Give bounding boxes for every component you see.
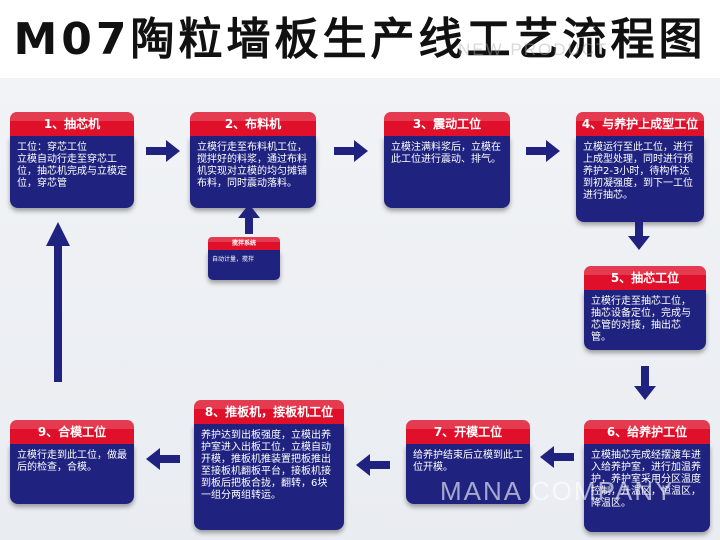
step-1-title: 1、抽芯机 [10, 112, 134, 136]
step-4-text: 立模运行至此工位，进行上成型处理，同时进行预养护2-3小时，待构件达到初凝强度，… [576, 136, 704, 222]
step-6-text: 立模抽芯完成经摆渡车进入给养护室，进行加温养护，养护室采用分区温度控制，升温区，… [584, 444, 710, 532]
arrow-up-9-to-1 [46, 222, 70, 382]
arrow-up-mixer-to-2 [238, 204, 260, 234]
step-4-title: 4、与养护上成型工位 [576, 112, 704, 136]
step-3-box: 3、震动工位 立模注满料浆后，立模在此工位进行震动、排气。 [384, 112, 510, 208]
watermark-top: NEW PRODUCT [458, 40, 609, 59]
step-3-title: 3、震动工位 [384, 112, 510, 136]
step-5-title: 5、抽芯工位 [584, 266, 706, 290]
step-7-title: 7、开模工位 [406, 420, 530, 444]
step-9-text: 立模行走到此工位，做最后的检查，合模。 [10, 444, 134, 504]
step-4-box: 4、与养护上成型工位 立模运行至此工位，进行上成型处理，同时进行预养护2-3小时… [576, 112, 704, 222]
step-7-text: 给养护结束后立模到此工位开模。 [406, 444, 530, 504]
step-8-text: 养护达到出板强度，立模出养护室进入出板工位，立模自动开模，推板机推装置把板推出至… [194, 424, 344, 530]
step-2-box: 2、布料机 立模行走至布料机工位，搅拌好的料浆，通过布料机实现对立模的均匀摊铺布… [190, 112, 316, 208]
mixer-system-title: 搅拌系统 [208, 237, 280, 250]
page-title: M07陶粒墙板生产线工艺流程图 [13, 14, 707, 65]
watermark-bottom: MANA COMPANY [440, 476, 675, 506]
step-1-text: 工位：穿芯工位 立模自动行走至穿芯工位，抽芯机完成与立模定位，穿芯管 [10, 136, 134, 208]
step-7-box: 7、开模工位 给养护结束后立模到此工位开模。 [406, 420, 530, 504]
step-6-title: 6、给养护工位 [584, 420, 710, 444]
mixer-system-box: 搅拌系统 自动计量，搅拌 [208, 237, 280, 280]
step-8-box: 8、推板机，接板机工位 养护达到出板强度，立模出养护室进入出板工位，立模自动开模… [194, 400, 344, 530]
step-8-title: 8、推板机，接板机工位 [194, 400, 344, 424]
arrow-left-7-to-8 [356, 454, 390, 476]
step-1-box: 1、抽芯机 工位：穿芯工位 立模自动行走至穿芯工位，抽芯机完成与立模定位，穿芯管 [10, 112, 134, 208]
arrow-left-8-to-9 [146, 448, 180, 470]
step-2-text: 立模行走至布料机工位，搅拌好的料浆，通过布料机实现对立模的均匀摊铺布料，同时震动… [190, 136, 316, 208]
arrow-left-6-to-7 [540, 446, 574, 468]
step-6-box: 6、给养护工位 立模抽芯完成经摆渡车进入给养护室，进行加温养护，养护室采用分区温… [584, 420, 710, 532]
step-2-title: 2、布料机 [190, 112, 316, 136]
arrow-down-4-to-5 [628, 216, 650, 250]
step-5-box: 5、抽芯工位 立模行走至抽芯工位，抽芯设备定位，完成与芯管的对接，抽出芯管。 [584, 266, 706, 350]
step-5-text: 立模行走至抽芯工位，抽芯设备定位，完成与芯管的对接，抽出芯管。 [584, 290, 706, 350]
arrow-right-2-to-3 [334, 140, 368, 162]
arrow-right-1-to-2 [146, 140, 180, 162]
step-9-title: 9、合模工位 [10, 420, 134, 444]
mixer-system-text: 自动计量，搅拌 [208, 250, 280, 280]
arrow-right-3-to-4 [526, 140, 560, 162]
step-3-text: 立模注满料浆后，立模在此工位进行震动、排气。 [384, 136, 510, 208]
step-9-box: 9、合模工位 立模行走到此工位，做最后的检查，合模。 [10, 420, 134, 504]
arrow-down-5-to-6 [634, 366, 656, 400]
